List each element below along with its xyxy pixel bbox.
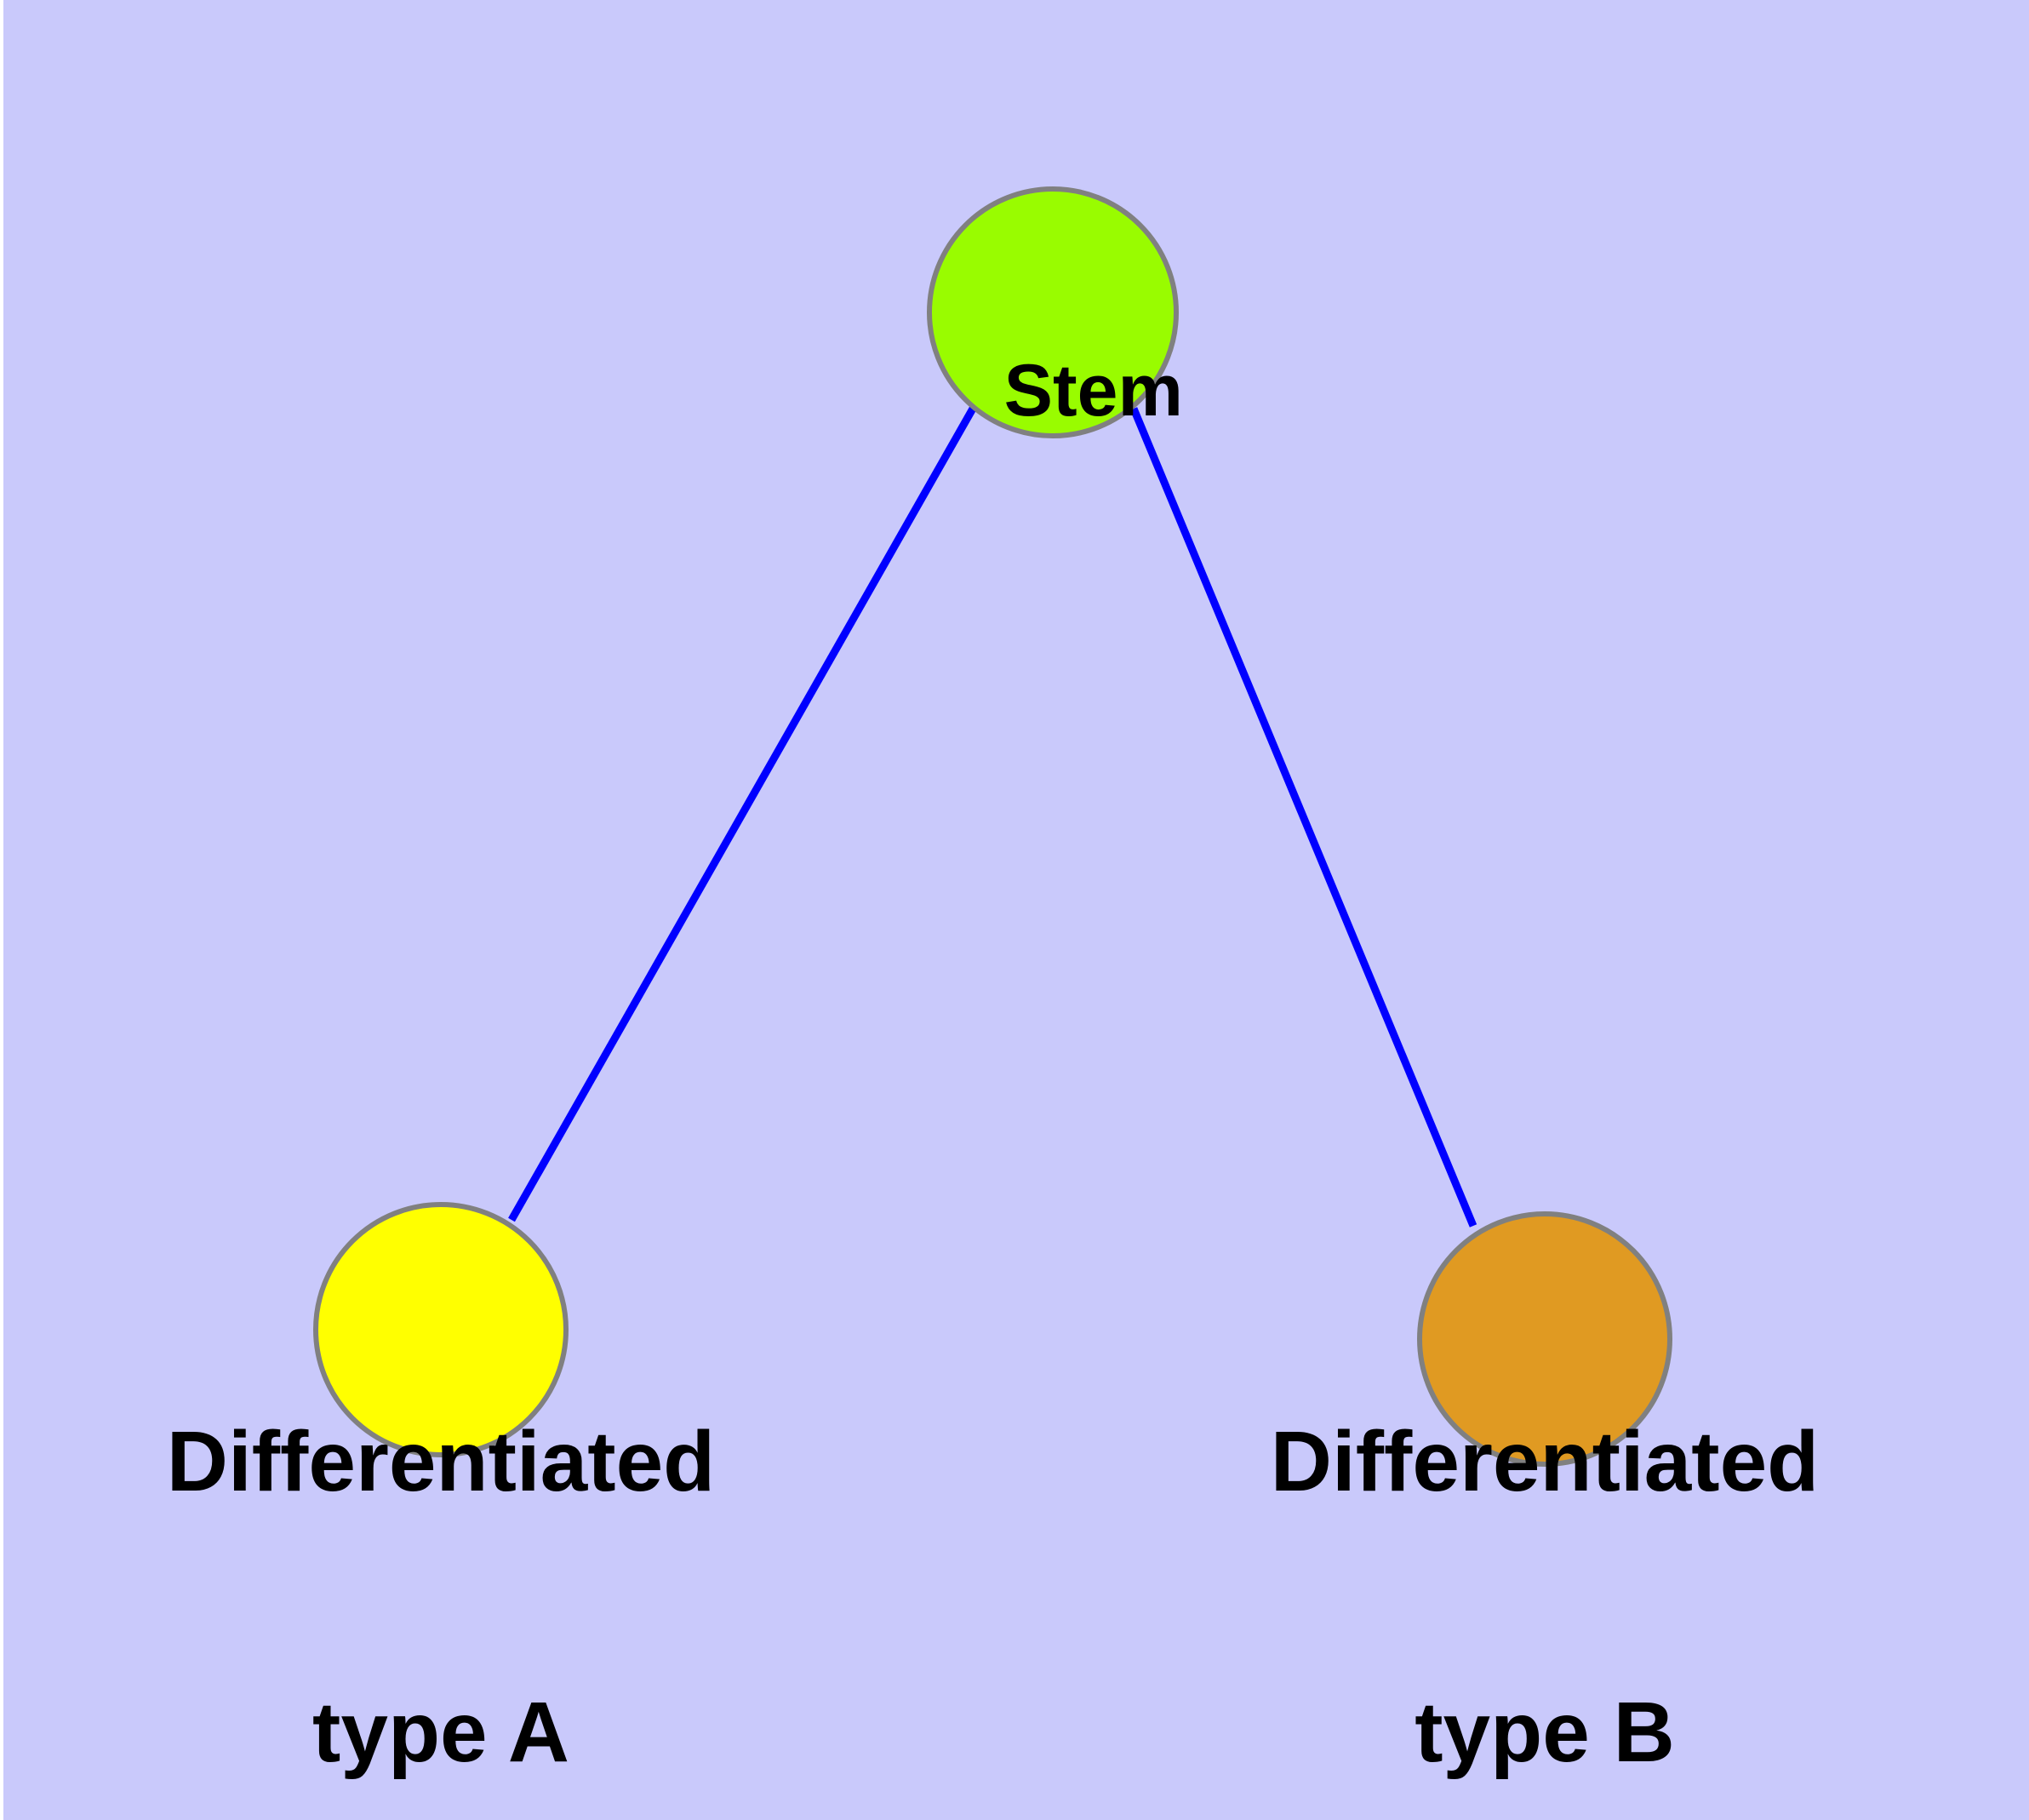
node-stem[interactable] [927,186,1179,438]
node-layer [313,186,1672,1467]
edge-stem-to-type-a [508,406,976,1222]
node-differentiated-type-a[interactable] [313,1202,569,1457]
edge-layer [508,406,1477,1228]
node-differentiated-type-b[interactable] [1417,1211,1672,1467]
edge-stem-to-type-b [1129,407,1477,1228]
